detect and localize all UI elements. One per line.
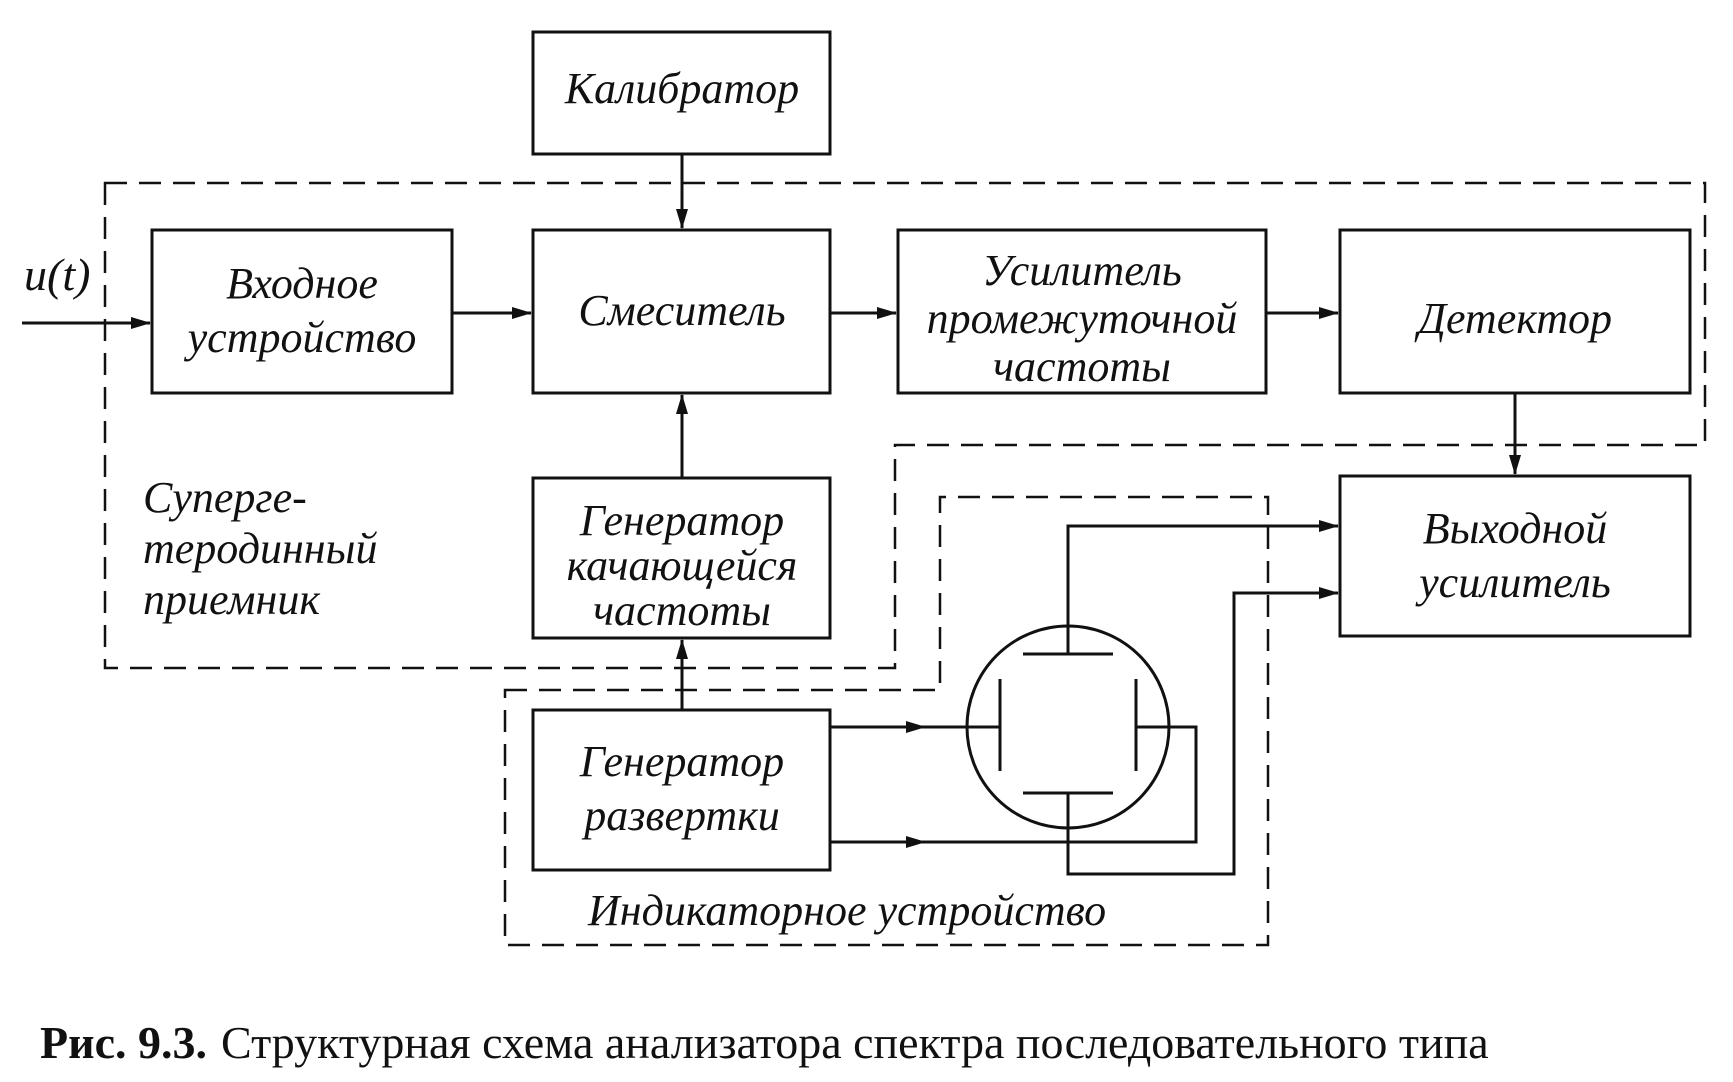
receiver-group-label-line3: приемник [143,575,320,624]
wire-bottom-plate [1066,591,1338,876]
mixer-block: Смеситель [531,228,832,395]
input-device-block: Входное устройство [150,228,454,395]
sweep-generator-block: Генератор качающейся частоты [531,476,832,640]
wire-scan-to-right-plate [925,725,1198,844]
input-device-label-line1: Входное [226,259,378,308]
detector-label: Детектор [1414,294,1612,343]
output-amplifier-label-line2: усилитель [1415,558,1611,607]
receiver-group-label-line1: Суперге- [143,473,307,522]
if-amplifier-block: Усилитель промежуточной частоты [896,228,1268,395]
scan-generator-label-line1: Генератор [579,737,784,786]
receiver-group-outline [103,181,1707,670]
if-amplifier-label-line2: промежуточной [927,294,1238,343]
scan-generator-block: Генератор развертки [531,708,832,872]
calibrator-label: Калибратор [564,64,799,113]
sweep-generator-label-line3: частоты [593,586,771,635]
sweep-generator-label-line2: качающейся [567,541,798,590]
output-amplifier-block: Выходной усилитель [1338,474,1692,638]
indicator-group-label: Индикаторное устройство [587,886,1106,935]
if-amplifier-label-line1: Усилитель [982,246,1182,295]
mixer-label: Смеситель [578,286,785,335]
if-amplifier-label-line3: частоты [993,342,1171,391]
detector-block: Детектор [1338,228,1692,395]
caption-number: Рис. 9.3. [40,1017,207,1068]
wire-top-plate [1066,524,1338,654]
input-device-label-line2: устройство [184,313,417,362]
calibrator-block: Калибратор [531,30,832,156]
input-signal-label: u(t) [24,249,90,300]
output-amplifier-label-line1: Выходной [1423,504,1608,553]
figure-caption: Рис. 9.3. Структурная схема анализатора … [40,1017,1489,1068]
scan-generator-label-line2: развертки [581,791,780,840]
sweep-generator-label-line1: Генератор [579,496,784,545]
caption-text: Структурная схема анализатора спектра по… [221,1017,1489,1068]
receiver-group-label-line2: теродинный [143,524,377,573]
indicator-group-outline [503,495,1270,947]
